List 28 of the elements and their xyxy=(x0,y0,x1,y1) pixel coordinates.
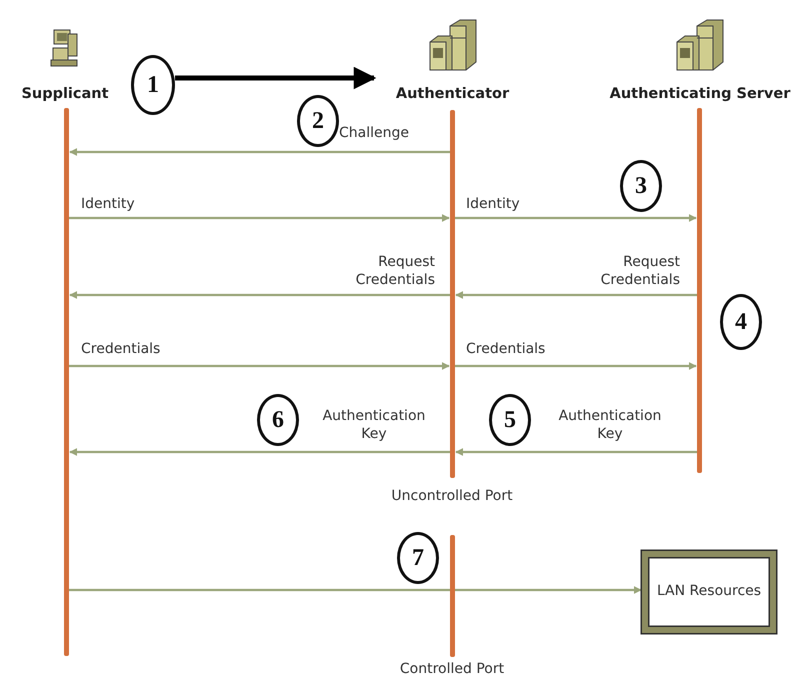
participant-label: Supplicant xyxy=(20,86,110,102)
message-arrow xyxy=(69,148,450,156)
lifeline xyxy=(450,535,455,657)
resource-box: LAN Resources xyxy=(642,551,776,633)
message-arrow xyxy=(455,448,697,456)
step-number: 6 xyxy=(257,394,299,446)
message-arrow xyxy=(69,448,450,456)
step-number: 3 xyxy=(620,160,662,212)
port-label: Controlled Port xyxy=(400,661,504,677)
step-number: 5 xyxy=(489,394,531,446)
lifeline xyxy=(450,110,455,478)
arrow xyxy=(175,66,376,90)
lifeline xyxy=(64,108,69,656)
step-number: 7 xyxy=(397,532,439,584)
step-number: 4 xyxy=(720,294,762,350)
port-label: Uncontrolled Port xyxy=(391,488,513,504)
message-arrow xyxy=(455,291,697,299)
message-arrow xyxy=(69,214,450,222)
step-number: 2 xyxy=(297,95,339,147)
message-arrow xyxy=(455,214,697,222)
message-arrow xyxy=(69,362,450,370)
participant-label: Authenticator xyxy=(394,86,510,102)
message-arrow xyxy=(69,291,450,299)
step-number: 1 xyxy=(131,55,175,115)
participant-label: Authenticating Server xyxy=(608,86,792,102)
message-arrow xyxy=(69,586,642,594)
lifeline xyxy=(697,108,702,473)
message-arrow xyxy=(455,362,697,370)
